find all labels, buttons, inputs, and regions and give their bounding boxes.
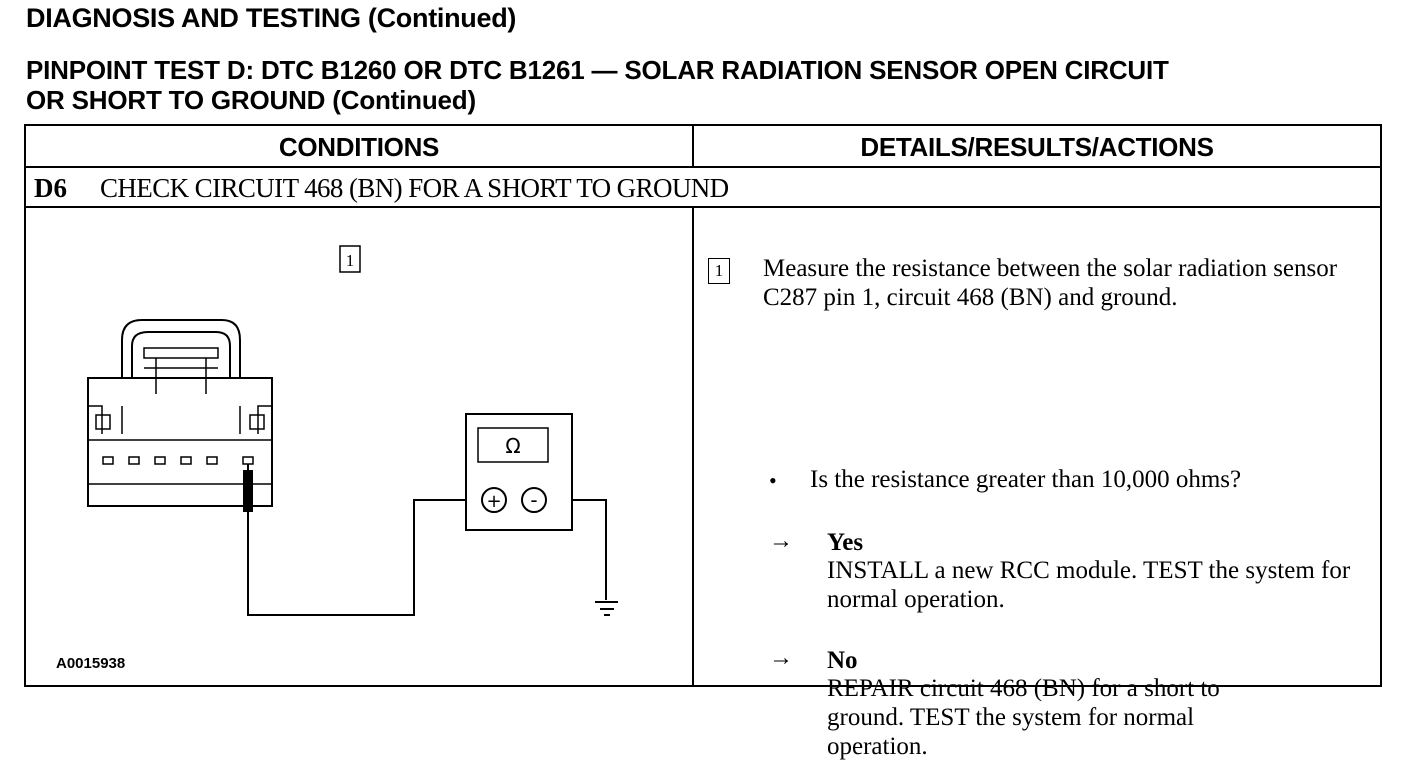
pinpoint-test-table: CONDITIONS DETAILS/RESULTS/ACTIONS D6 CH… [24, 124, 1382, 760]
test-question: Is the resistance greater than 10,000 oh… [810, 466, 1242, 493]
conditions-header: CONDITIONS [278, 132, 440, 162]
minus-terminal-icon: - [530, 488, 537, 512]
column-divider [692, 126, 694, 166]
step-row: D6 CHECK CIRCUIT 468 (BN) FOR A SHORT TO… [26, 166, 1380, 208]
instruction-text: Measure the resistance between the solar… [763, 255, 1338, 311]
pinpoint-test-title-line2: OR SHORT TO GROUND (Continued) [26, 85, 476, 115]
bullet-icon: • [769, 468, 777, 493]
sensor-connector-c287 [87, 319, 273, 507]
pinpoint-test-title-line1: PINPOINT TEST D: DTC B1260 OR DTC B1261 … [26, 55, 1169, 85]
conditions-figure: 1 [26, 208, 692, 685]
figure-id: A0015938 [56, 655, 126, 672]
step-number: D6 [34, 173, 67, 203]
figure-callout-number: 1 [346, 251, 355, 270]
yes-action: INSTALL a new RCC module. TEST the syste… [827, 557, 1351, 613]
details-callout-box: 1 [708, 258, 730, 284]
no-label: No [827, 647, 858, 674]
details-results-actions: 1 Measure the resistance between the sol… [694, 208, 1380, 760]
step-title: CHECK CIRCUIT 468 (BN) FOR A SHORT TO GR… [100, 173, 729, 203]
plus-terminal-icon: + [486, 491, 501, 512]
figure-callout-box: 1 [339, 245, 361, 273]
ohmmeter: Ω + - [465, 413, 573, 531]
ground-symbol [595, 601, 618, 616]
yes-label: Yes [827, 529, 864, 556]
column-divider [692, 208, 694, 685]
arrow-right-icon: → [769, 645, 793, 671]
test-diagram: 1 [87, 245, 618, 616]
no-action: REPAIR circuit 468 (BN) for a short to g… [827, 675, 1220, 760]
section-title: DIAGNOSIS AND TESTING (Continued) [26, 3, 517, 33]
details-header: DETAILS/RESULTS/ACTIONS [860, 132, 1214, 162]
ohm-display: Ω [505, 434, 520, 458]
test-probe [243, 464, 253, 512]
arrow-right-icon: → [769, 528, 793, 554]
table-header-row: CONDITIONS DETAILS/RESULTS/ACTIONS [26, 126, 1380, 168]
pinpoint-test-title: PINPOINT TEST D: DTC B1260 OR DTC B1261 … [26, 55, 1406, 115]
